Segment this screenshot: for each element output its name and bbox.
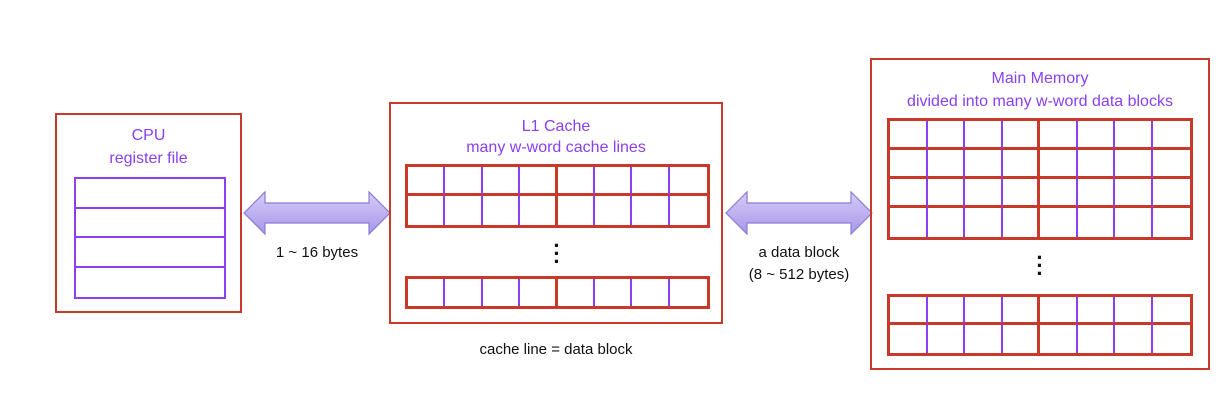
word-cell (1040, 179, 1078, 208)
cache-line-caption: cache line = data block (479, 341, 633, 358)
word-cell (1040, 121, 1078, 150)
word-cell (1115, 325, 1153, 353)
word-cell (670, 196, 707, 225)
word-cell (965, 325, 1003, 353)
cache-subtitle: many w-word cache lines (466, 139, 646, 156)
word-cell (1077, 297, 1115, 325)
vertical-ellipsis: ··· (1036, 245, 1044, 286)
register (76, 209, 224, 238)
word-cell (890, 150, 928, 179)
word-cell (965, 208, 1003, 237)
cache-lines-top (405, 164, 710, 228)
word-cell (890, 121, 928, 150)
word-cell (1002, 297, 1040, 325)
word-cell (1115, 208, 1153, 237)
word-cell (890, 325, 928, 353)
word-cell (890, 179, 928, 208)
register (76, 268, 224, 298)
cache-title: L1 Cache (521, 118, 591, 135)
word-cell (1152, 297, 1190, 325)
memory-blocks-top (887, 118, 1193, 240)
word-cell (520, 167, 558, 196)
word-cell (558, 279, 595, 306)
word-cell (594, 167, 633, 196)
register (76, 238, 224, 268)
word-cell (483, 196, 521, 225)
word-cell (1002, 179, 1040, 208)
word-cell (520, 279, 558, 306)
word-cell (445, 196, 483, 225)
cpu-title: CPU (131, 127, 166, 144)
cpu-box: CPU register file (55, 113, 242, 313)
word-cell (1003, 208, 1040, 237)
word-cell (1078, 325, 1115, 353)
word-cell (890, 297, 928, 325)
memory-title: Main Memory (991, 70, 1089, 87)
cache-box: L1 Cache many w-word cache lines ··· (389, 102, 723, 324)
word-cell (965, 297, 1003, 325)
word-cell (1153, 208, 1191, 237)
word-cell (445, 279, 483, 306)
word-cell (1115, 150, 1153, 179)
cache-line-bottom (405, 276, 710, 309)
word-cell (408, 167, 446, 196)
cpu-cache-transfer-label: 1 ~ 16 bytes (275, 244, 359, 261)
word-cell (1077, 150, 1115, 179)
data-block-size-label: (8 ~ 512 bytes) (748, 266, 850, 283)
word-cell (1115, 179, 1153, 208)
word-cell (408, 196, 446, 225)
word-cell (890, 208, 928, 237)
word-cell (558, 196, 595, 225)
word-cell (928, 208, 965, 237)
word-cell (1152, 121, 1190, 150)
word-cell (927, 297, 965, 325)
word-cell (927, 150, 965, 179)
word-cell (965, 179, 1003, 208)
word-cell (520, 196, 558, 225)
word-cell (1040, 208, 1078, 237)
word-cell (1115, 297, 1153, 325)
word-cell (1002, 150, 1040, 179)
word-cell (632, 279, 670, 306)
word-cell (632, 167, 670, 196)
memory-blocks-bottom (887, 294, 1193, 356)
cpu-cache-double-arrow (243, 190, 391, 236)
word-cell (1152, 150, 1190, 179)
word-cell (408, 279, 446, 306)
cache-memory-double-arrow (725, 190, 873, 236)
word-cell (1040, 150, 1078, 179)
word-cell (595, 196, 633, 225)
word-cell (1077, 121, 1115, 150)
word-cell (927, 121, 965, 150)
word-cell (1040, 325, 1078, 353)
word-cell (965, 150, 1003, 179)
word-cell (483, 279, 521, 306)
word-cell (1152, 179, 1190, 208)
memory-subtitle: divided into many w-word data blocks (907, 93, 1173, 110)
memory-box: Main Memory divided into many w-word dat… (870, 58, 1210, 370)
vertical-ellipsis: ··· (553, 233, 561, 274)
data-block-label: a data block (758, 244, 840, 261)
word-cell (669, 167, 707, 196)
word-cell (928, 325, 965, 353)
register-file (74, 177, 226, 299)
word-cell (482, 167, 521, 196)
word-cell (1003, 325, 1040, 353)
word-cell (1078, 208, 1115, 237)
word-cell (670, 279, 707, 306)
register (76, 179, 224, 209)
word-cell (1040, 297, 1078, 325)
word-cell (445, 167, 483, 196)
word-cell (1115, 121, 1153, 150)
cpu-subtitle: register file (109, 150, 188, 167)
word-cell (557, 167, 595, 196)
word-cell (1002, 121, 1040, 150)
word-cell (1153, 325, 1191, 353)
word-cell (965, 121, 1003, 150)
word-cell (1077, 179, 1115, 208)
word-cell (927, 179, 965, 208)
word-cell (595, 279, 633, 306)
word-cell (632, 196, 670, 225)
